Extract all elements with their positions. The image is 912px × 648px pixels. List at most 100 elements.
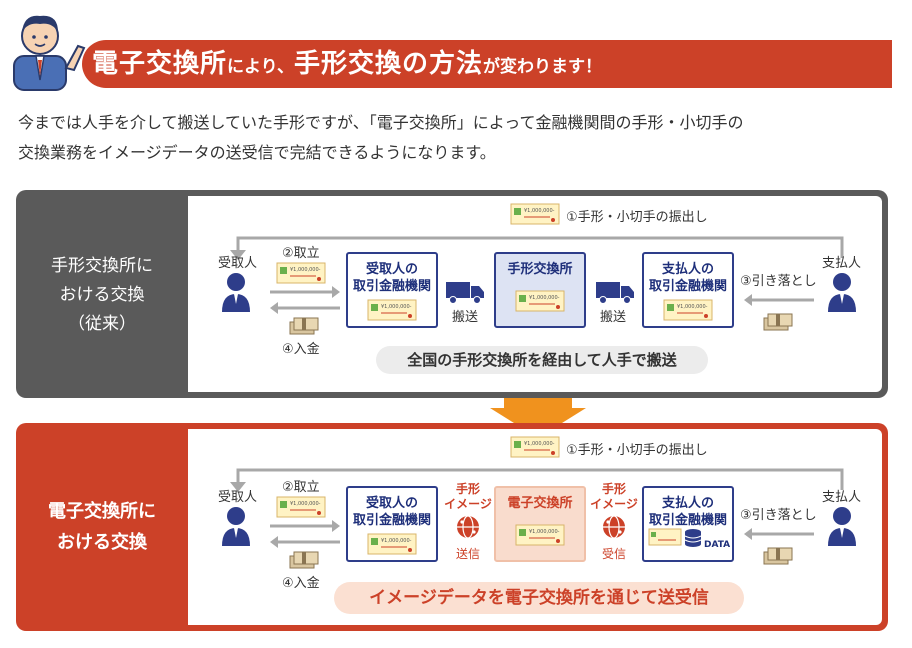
old-method-summary: 全国の手形交換所を経由して人手で搬送	[376, 346, 708, 374]
new-method-label: 電子交換所に おける交換	[16, 496, 188, 558]
image-receive-label: 手形 イメージ	[588, 482, 640, 512]
cash-bundle-icon	[762, 546, 793, 570]
svg-text:¥1,000,000-: ¥1,000,000-	[381, 538, 412, 544]
payee-bank-line-2: 取引金融機関	[352, 279, 431, 294]
presenter-illustration	[6, 6, 90, 94]
deposit-label-old: ④入金	[282, 342, 320, 357]
page-title: 電子交換所により、手形交換の方法が変わります！	[92, 42, 602, 86]
cash-bundle-icon	[762, 312, 793, 336]
cheque-icon: ¥1,000,000-	[276, 496, 326, 522]
new-method-summary: イメージデータを電子交換所を通じて送受信	[334, 582, 744, 614]
new-method-label-line-1: 電子交換所に	[48, 501, 156, 522]
payer-bank-line-1: 支払人の	[661, 262, 714, 277]
database-icon	[684, 528, 702, 552]
svg-text:¥1,000,000-: ¥1,000,000-	[677, 304, 708, 310]
payee-bank-title: 受取人の取引金融機関	[348, 495, 436, 529]
svg-text:¥1,000,000-: ¥1,000,000-	[290, 501, 321, 507]
network-globe-icon	[602, 515, 626, 543]
svg-text:¥1,000,000-: ¥1,000,000-	[524, 441, 555, 447]
issue-label-old: ①手形・小切手の振出し	[566, 210, 708, 225]
debit-arrow-old	[744, 294, 814, 306]
old-method-label-line-3: （従来）	[68, 314, 136, 334]
cheque-icon: ¥1,000,000-	[276, 262, 326, 288]
old-method-label-line-2: おける交換	[59, 285, 145, 305]
payer-label-old: 支払人	[822, 256, 862, 271]
title-part-method: 手形交換の方法	[294, 49, 484, 79]
payer-person-icon	[826, 506, 858, 550]
new-method-label-line-2: おける交換	[57, 532, 147, 553]
payee-label-old: 受取人	[218, 256, 258, 271]
old-method-label-line-1: 手形交換所に	[51, 256, 153, 276]
transport-label-1: 搬送	[452, 310, 479, 325]
title-part-changes: が変わります！	[483, 57, 603, 77]
payer-bank-box-new: 支払人の取引金融機関	[642, 486, 734, 562]
payee-person-icon	[220, 506, 252, 550]
title-banner	[82, 40, 892, 88]
truck-icon	[446, 280, 484, 308]
image-send-action: 送信	[455, 547, 480, 561]
cheque-icon: ¥1,000,000-	[510, 436, 560, 462]
issue-line-new	[230, 468, 844, 492]
intro-line-2: 交換業務をイメージデータの送受信で完結できるようになります。	[18, 143, 496, 162]
image-send-line-2: イメージ	[444, 497, 492, 511]
cheque-icon: ¥1,000,000-	[510, 203, 560, 229]
collect-arrow-new	[270, 520, 340, 548]
cash-bundle-icon	[288, 550, 319, 574]
cheque-icon: ¥1,000,000-	[663, 299, 713, 321]
collect-label-new: ②取立	[282, 480, 320, 495]
old-method-label: 手形交換所に おける交換 （従来）	[16, 252, 188, 339]
payee-bank-box-old: 受取人の取引金融機関 ¥1,000,000-	[346, 252, 438, 328]
transition-arrow	[490, 398, 586, 442]
title-part-electronic-clearing: 電子交換所	[92, 49, 228, 79]
issue-label-new: ①手形・小切手の振出し	[566, 443, 708, 458]
cheque-icon: ¥1,000,000-	[515, 524, 565, 546]
payer-bank-box-old: 支払人の取引金融機関 ¥1,000,000-	[642, 252, 734, 328]
payee-bank-line-1: 受取人の	[365, 262, 418, 277]
payer-person-icon	[826, 272, 858, 316]
transport-label-2: 搬送	[600, 310, 627, 325]
image-receive-line-1: 手形	[601, 482, 626, 496]
svg-text:¥1,000,000-: ¥1,000,000-	[381, 304, 412, 310]
issue-line-old	[230, 236, 844, 260]
image-receive-line-2: イメージ	[590, 497, 638, 511]
payee-bank-box-new: 受取人の取引金融機関 ¥1,000,000-	[346, 486, 438, 562]
payee-bank-line-1: 受取人の	[365, 496, 418, 511]
image-receive-action: 受信	[601, 547, 626, 561]
clearing-house-title: 手形交換所	[507, 262, 573, 277]
payer-bank-title: 支払人の取引金融機関	[644, 495, 732, 529]
payer-label-new: 支払人	[822, 490, 862, 505]
svg-text:¥1,000,000-: ¥1,000,000-	[529, 295, 560, 301]
image-send-line-1: 手形	[455, 482, 480, 496]
cheque-icon: ¥1,000,000-	[515, 290, 565, 312]
payee-person-icon	[220, 272, 252, 316]
payer-bank-line-2: 取引金融機関	[648, 513, 727, 528]
collect-label-old: ②取立	[282, 246, 320, 261]
title-part-by: により、	[227, 57, 294, 77]
cheque-icon: ¥1,000,000-	[367, 299, 417, 321]
cash-bundle-icon	[288, 316, 319, 340]
cheque-icon	[648, 528, 682, 550]
intro-text: 今までは人手を介して搬送していた手形ですが、「電子交換所」によって金融機関間の手…	[18, 108, 898, 168]
payer-bank-line-2: 取引金融機関	[648, 279, 727, 294]
svg-text:¥1,000,000-: ¥1,000,000-	[290, 267, 321, 273]
clearing-house-box: 手形交換所 ¥1,000,000-	[494, 252, 586, 328]
truck-icon	[596, 280, 634, 308]
network-globe-icon	[456, 515, 480, 543]
debit-label-old: ③引き落とし	[740, 274, 817, 289]
intro-line-1: 今までは人手を介して搬送していた手形ですが、「電子交換所」によって金融機関間の手…	[18, 113, 744, 132]
data-label: DATA	[704, 540, 731, 550]
collect-arrow-old	[270, 286, 340, 314]
debit-arrow-new	[744, 528, 814, 540]
svg-text:¥1,000,000-: ¥1,000,000-	[529, 529, 560, 535]
electronic-clearing-house-box: 電子交換所 ¥1,000,000-	[494, 486, 586, 562]
payee-bank-title: 受取人の取引金融機関	[348, 261, 436, 295]
cheque-icon: ¥1,000,000-	[367, 533, 417, 555]
svg-text:¥1,000,000-: ¥1,000,000-	[524, 208, 555, 214]
electronic-clearing-house-title: 電子交換所	[507, 496, 573, 511]
payee-label-new: 受取人	[218, 490, 258, 505]
payee-bank-line-2: 取引金融機関	[352, 513, 431, 528]
payer-bank-title: 支払人の取引金融機関	[644, 261, 732, 295]
image-send-label: 手形 イメージ	[442, 482, 494, 512]
debit-label-new: ③引き落とし	[740, 508, 817, 523]
deposit-label-new: ④入金	[282, 576, 320, 591]
